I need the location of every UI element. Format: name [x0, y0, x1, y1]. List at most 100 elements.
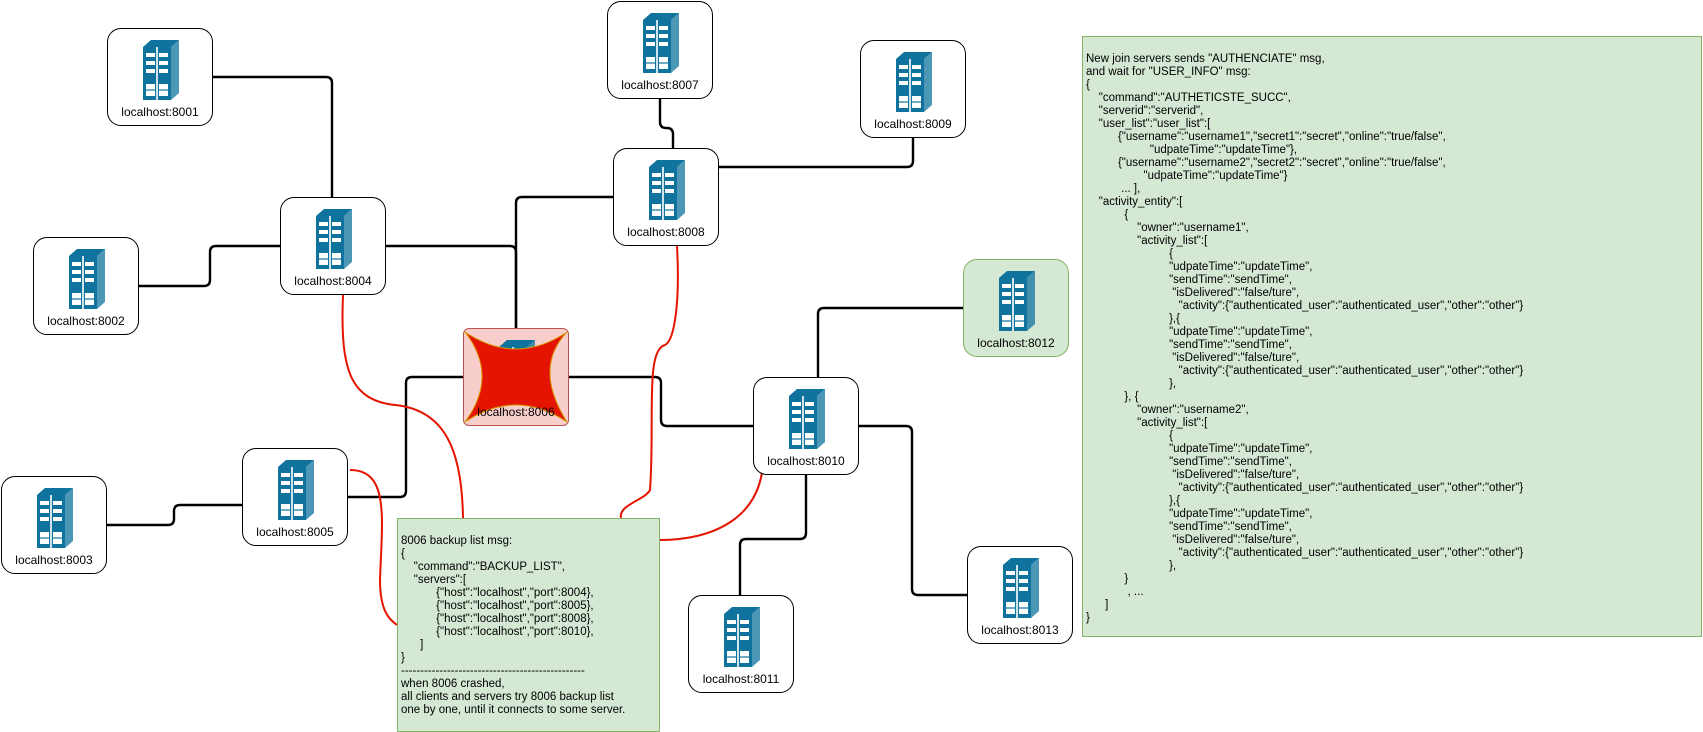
server-node-8011[interactable]: localhost:8011	[688, 595, 794, 693]
note-line: "command":"BACKUP_LIST",	[401, 561, 565, 573]
note-line: ]	[1086, 599, 1109, 611]
note-line: "serverid":"serverid",	[1086, 105, 1204, 117]
note-line: "activity":{"authenticated_user":"authen…	[1086, 547, 1524, 559]
note-line: }, {	[1086, 391, 1139, 403]
connection-8002-8004	[139, 244, 280, 288]
server-label: localhost:8004	[294, 274, 372, 288]
note-line: },{	[1086, 495, 1180, 507]
note-line: }	[401, 652, 405, 664]
note-line: {	[401, 548, 405, 560]
server-node-8008[interactable]: localhost:8008	[613, 148, 719, 246]
note-line: },	[1086, 378, 1177, 390]
server-node-8006[interactable]: localhost:8006	[463, 328, 569, 426]
server-label: localhost:8003	[15, 553, 93, 567]
note-line: },{	[1086, 313, 1180, 325]
note-line: one by one, until it connects to some se…	[401, 704, 626, 716]
server-rack-icon	[65, 248, 109, 310]
note-line: "owner":"username2",	[1086, 404, 1249, 416]
note-line: "sendTime":"sendTime",	[1086, 456, 1292, 468]
note-line: "activity_entity":[	[1086, 196, 1183, 208]
note-line: , ...	[1086, 586, 1144, 598]
server-rack-icon	[999, 557, 1043, 619]
note-line: {	[1086, 248, 1173, 260]
note-line: }	[1086, 573, 1129, 585]
server-rack-icon	[139, 39, 183, 101]
connection-8007-8008	[658, 99, 675, 148]
server-rack-icon	[33, 487, 77, 549]
server-rack-icon	[639, 12, 683, 74]
server-node-8004[interactable]: localhost:8004	[280, 197, 386, 295]
server-label: localhost:8007	[621, 78, 699, 92]
note-line: "activity":{"authenticated_user":"authen…	[1086, 365, 1524, 377]
note-line: {"username":"username1","secret1":"secre…	[1086, 131, 1446, 143]
server-label: localhost:8006	[477, 405, 555, 419]
connection-8003-8005	[107, 503, 242, 527]
note-line: }	[1086, 612, 1090, 624]
note-line: "isDelivered":"false/ture",	[1086, 287, 1300, 299]
note-line: "udpateTime":"updateTime",	[1086, 326, 1313, 338]
note-line: {"host":"localhost","port":8004},	[401, 587, 594, 599]
connection-8004-8006	[386, 244, 518, 328]
note-line: "command":"AUTHETICSTE_SUCC",	[1086, 92, 1291, 104]
note-line: "udpateTime":"updateTime",	[1086, 261, 1313, 273]
connection-8008-8006	[514, 195, 613, 328]
server-node-8012[interactable]: localhost:8012	[963, 259, 1069, 357]
note-line: "sendTime":"sendTime",	[1086, 521, 1292, 533]
note-line: "user_list":"user_list":[	[1086, 118, 1211, 130]
server-rack-icon	[892, 51, 936, 113]
server-rack-icon	[720, 606, 764, 668]
note-line: },	[1086, 560, 1177, 572]
note-line: "udpateTime":"updateTime"},	[1086, 144, 1298, 156]
server-label: localhost:8010	[767, 454, 845, 468]
note-line: all clients and servers try 8006 backup …	[401, 691, 614, 703]
note-line: "udpateTime":"updateTime",	[1086, 443, 1313, 455]
note-line: {"host":"localhost","port":8005},	[401, 600, 594, 612]
server-node-8010[interactable]: localhost:8010	[753, 377, 859, 475]
server-node-8009[interactable]: localhost:8009	[860, 40, 966, 138]
note-line: "activity":{"authenticated_user":"authen…	[1086, 300, 1524, 312]
note-line: New join servers sends "AUTHENCIATE" msg…	[1086, 53, 1325, 65]
server-node-8013[interactable]: localhost:8013	[967, 546, 1073, 644]
authenticate-message-note: New join servers sends "AUTHENCIATE" msg…	[1082, 36, 1702, 637]
server-label: localhost:8005	[256, 525, 334, 539]
note-line: {	[1086, 209, 1129, 221]
note-line: when 8006 crashed,	[401, 678, 505, 690]
connection-8010-8013	[859, 424, 967, 597]
server-label: localhost:8002	[47, 314, 125, 328]
note-line: "udpateTime":"updateTime"}	[1086, 170, 1288, 182]
server-label: localhost:8009	[874, 117, 952, 131]
connection-8001-8004	[213, 75, 334, 197]
note-line: "servers":[	[401, 574, 467, 586]
backup-link-8008	[619, 245, 679, 519]
server-node-8005[interactable]: localhost:8005	[242, 448, 348, 546]
backup-link-8004	[341, 294, 464, 519]
note-line: "owner":"username1",	[1086, 222, 1249, 234]
server-label: localhost:8008	[627, 225, 705, 239]
server-node-8001[interactable]: localhost:8001	[107, 28, 213, 126]
server-node-8002[interactable]: localhost:8002	[33, 237, 139, 335]
note-line: "isDelivered":"false/ture",	[1086, 534, 1300, 546]
note-line: "isDelivered":"false/ture",	[1086, 469, 1300, 481]
connection-8010-8011	[738, 475, 808, 595]
connection-8005-8006	[348, 375, 463, 499]
server-rack-icon	[995, 270, 1039, 332]
note-line: "isDelivered":"false/ture",	[1086, 352, 1300, 364]
server-node-8003[interactable]: localhost:8003	[1, 476, 107, 574]
backup-link-8005	[349, 469, 398, 626]
note-line: {	[1086, 430, 1173, 442]
note-line: "activity_list":[	[1086, 417, 1208, 429]
note-line: {	[1086, 79, 1090, 91]
server-node-8007[interactable]: localhost:8007	[607, 1, 713, 99]
note-line: "sendTime":"sendTime",	[1086, 339, 1292, 351]
note-line: "sendTime":"sendTime",	[1086, 274, 1292, 286]
connection-8009-8008	[719, 138, 915, 169]
server-rack-icon	[785, 388, 829, 450]
server-label: localhost:8013	[981, 623, 1059, 637]
connection-8006-8010	[569, 375, 753, 428]
note-line: ]	[401, 639, 424, 651]
note-line: "activity_list":[	[1086, 235, 1208, 247]
server-label: localhost:8001	[121, 105, 199, 119]
server-rack-icon	[645, 159, 689, 221]
backup-list-note: 8006 backup list msg:{ "command":"BACKUP…	[397, 518, 660, 732]
